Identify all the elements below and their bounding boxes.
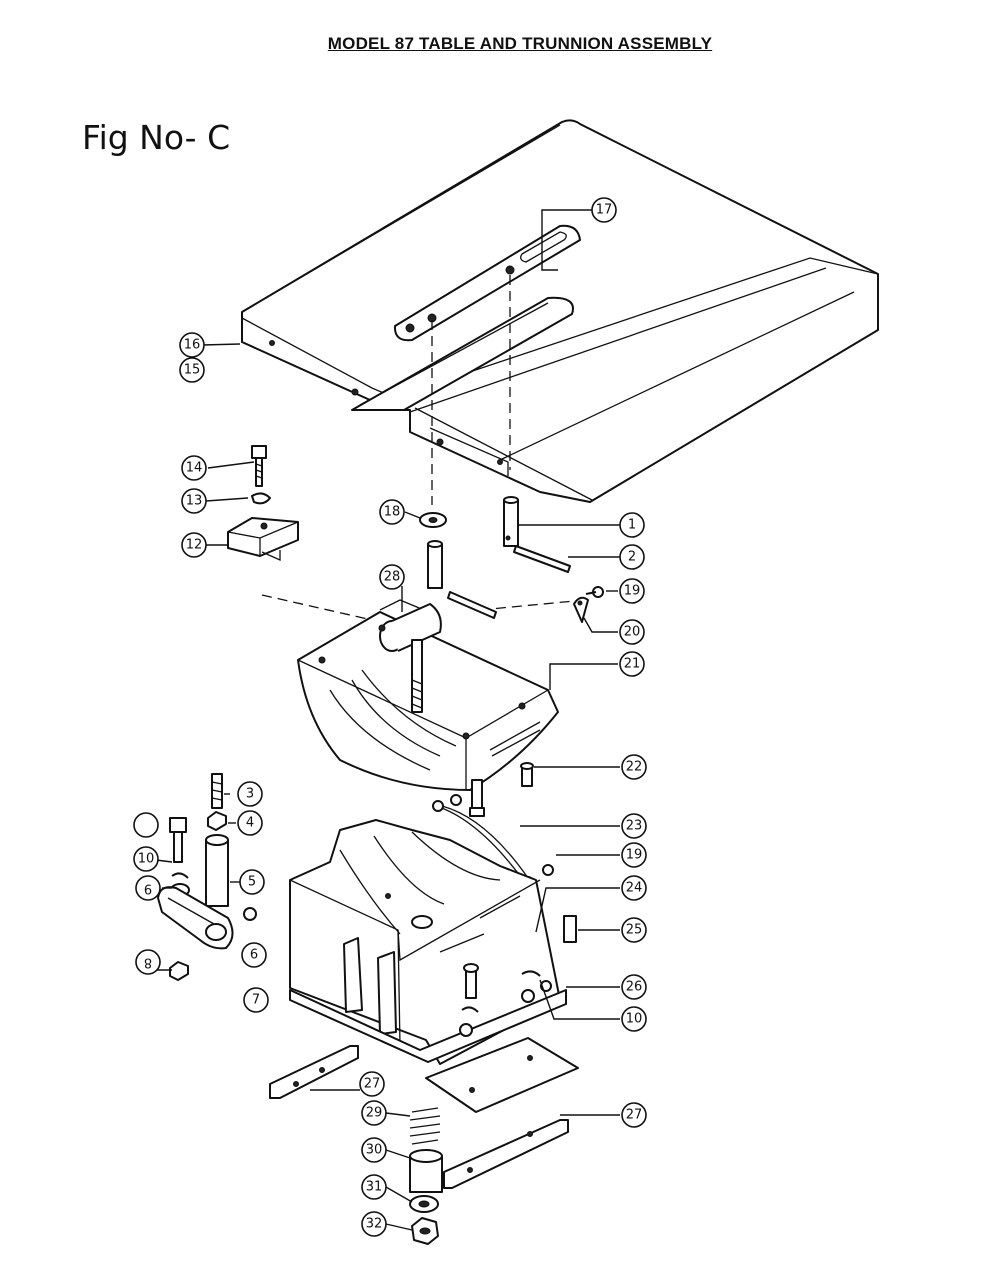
- callout-8: 8: [135, 949, 161, 975]
- callout-31: 31: [361, 1174, 387, 1200]
- svg-text:13: 13: [186, 494, 203, 509]
- callout-10-right: 10: [621, 1006, 647, 1032]
- callout-24: 24: [621, 875, 647, 901]
- lower-trunnion-base: [289, 819, 567, 1065]
- svg-text:28: 28: [384, 570, 401, 585]
- leader-lines: [152, 209, 620, 1231]
- svg-text:31: 31: [366, 1180, 383, 1195]
- callout-14: 14: [181, 455, 207, 481]
- svg-text:29: 29: [366, 1106, 383, 1121]
- svg-text:17: 17: [596, 203, 613, 218]
- callout-12: 12: [181, 532, 207, 558]
- callout-1: 1: [619, 512, 645, 538]
- callout-10-left: 10: [133, 846, 159, 872]
- svg-text:10: 10: [626, 1012, 643, 1027]
- callout-23: 23: [621, 813, 647, 839]
- upper-trunnion: [297, 599, 559, 791]
- slide-bars: [269, 1037, 579, 1189]
- callout-15: 15: [179, 357, 205, 383]
- hardware-upper: [227, 445, 604, 623]
- callout-29: 29: [361, 1100, 387, 1126]
- callout-16: 16: [179, 332, 205, 358]
- svg-text:19: 19: [624, 584, 641, 599]
- svg-text:15: 15: [184, 363, 201, 378]
- svg-text:32: 32: [366, 1217, 383, 1232]
- callout-18: 18: [379, 499, 405, 525]
- svg-text:3: 3: [246, 787, 254, 802]
- diagram-title: MODEL 87 TABLE AND TRUNNION ASSEMBLY: [327, 34, 713, 53]
- svg-text:22: 22: [626, 760, 643, 775]
- callout-13: 13: [181, 488, 207, 514]
- spring-stack: [409, 1107, 443, 1245]
- callout-2: 2: [619, 544, 645, 570]
- figure-label: Fig No- C: [82, 118, 231, 157]
- callout-32: 32: [361, 1211, 387, 1237]
- svg-text:21: 21: [624, 657, 641, 672]
- callout-6: 6: [241, 942, 267, 968]
- callout-4: 4: [237, 810, 263, 836]
- svg-text:19: 19: [626, 848, 643, 863]
- callout-20: 20: [619, 619, 645, 645]
- svg-text:7: 7: [252, 993, 260, 1008]
- callout-28: 28: [379, 564, 405, 590]
- callout-27-right: 27: [621, 1102, 647, 1128]
- svg-text:10: 10: [138, 852, 155, 867]
- callout-19-lower: 19: [621, 842, 647, 868]
- callout-27-left: 27: [359, 1071, 385, 1097]
- svg-text:16: 16: [184, 338, 201, 353]
- callout-7: 7: [243, 987, 269, 1013]
- callout-3: 3: [237, 781, 263, 807]
- svg-text:27: 27: [364, 1077, 381, 1092]
- hardware-middle: [157, 762, 577, 981]
- callout-25: 25: [621, 917, 647, 943]
- svg-text:23: 23: [626, 819, 643, 834]
- svg-text:1: 1: [628, 518, 636, 533]
- callout-26: 26: [621, 974, 647, 1000]
- callout-11: [133, 812, 159, 838]
- callout-21: 21: [619, 651, 645, 677]
- svg-text:24: 24: [626, 881, 643, 896]
- svg-text:25: 25: [626, 923, 643, 938]
- svg-text:5: 5: [248, 875, 256, 890]
- svg-text:18: 18: [384, 505, 401, 520]
- svg-text:4: 4: [246, 816, 254, 831]
- callout-30: 30: [361, 1137, 387, 1163]
- callout-5: 5: [239, 869, 265, 895]
- svg-text:30: 30: [366, 1143, 383, 1158]
- svg-text:14: 14: [186, 461, 203, 476]
- callout-19-upper: 19: [619, 578, 645, 604]
- callout-9: 9: [135, 875, 161, 901]
- svg-text:27: 27: [626, 1108, 643, 1123]
- svg-text:26: 26: [626, 980, 643, 995]
- callouts: 16 15 17 14 13 12 18 1 2 28 19 20 21 22 …: [133, 197, 647, 1237]
- svg-text:8: 8: [144, 955, 152, 970]
- svg-text:6: 6: [250, 948, 258, 963]
- svg-text:20: 20: [624, 625, 641, 640]
- svg-text:2: 2: [628, 550, 636, 565]
- callout-17: 17: [591, 197, 617, 223]
- callout-22: 22: [621, 754, 647, 780]
- svg-text:12: 12: [186, 538, 203, 553]
- svg-text:9: 9: [144, 881, 152, 896]
- table-top: [241, 119, 879, 503]
